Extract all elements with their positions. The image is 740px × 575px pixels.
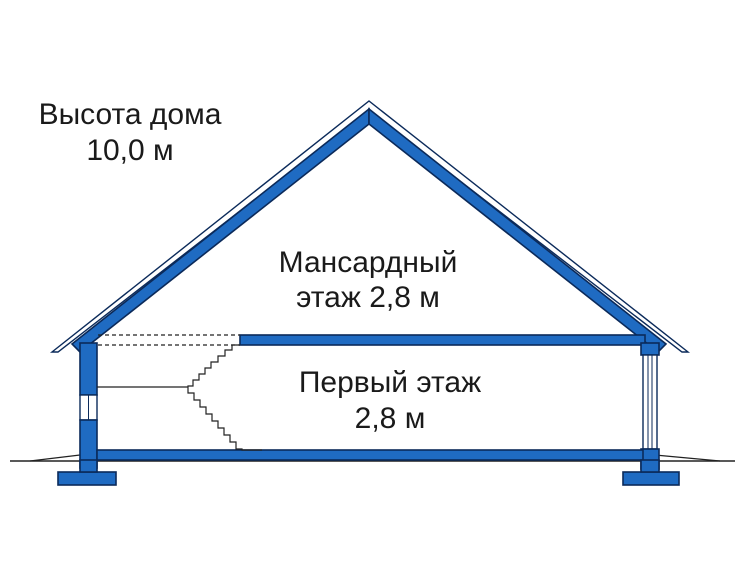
attic-floor-slab bbox=[239, 334, 646, 346]
foundation-right bbox=[622, 471, 680, 486]
first-floor-label-line1: Первый этаж bbox=[299, 366, 481, 399]
roof-rafter-right bbox=[368, 107, 668, 354]
staircase bbox=[187, 344, 262, 451]
roof-outer-outline bbox=[49, 100, 691, 353]
first-floor-slab bbox=[96, 449, 644, 461]
ground-slope-right bbox=[654, 454, 721, 462]
attic-floor-label-line1: Мансардный bbox=[279, 246, 458, 279]
right-wall-top bbox=[640, 342, 660, 356]
ground-slope-left bbox=[29, 454, 81, 462]
left-wall-upper bbox=[79, 342, 98, 396]
attic-floor-label-line2: этаж 2,8 м bbox=[296, 281, 440, 314]
house-height-label-line2: 10,0 м bbox=[86, 134, 173, 167]
house-height-label-line1: Высота дома bbox=[39, 98, 222, 131]
foundation-stem-right bbox=[640, 459, 660, 473]
right-window bbox=[642, 354, 658, 450]
foundation-left bbox=[57, 471, 117, 486]
first-floor-label-line2: 2,8 м bbox=[355, 402, 426, 435]
foundation-stem-left bbox=[79, 459, 98, 473]
